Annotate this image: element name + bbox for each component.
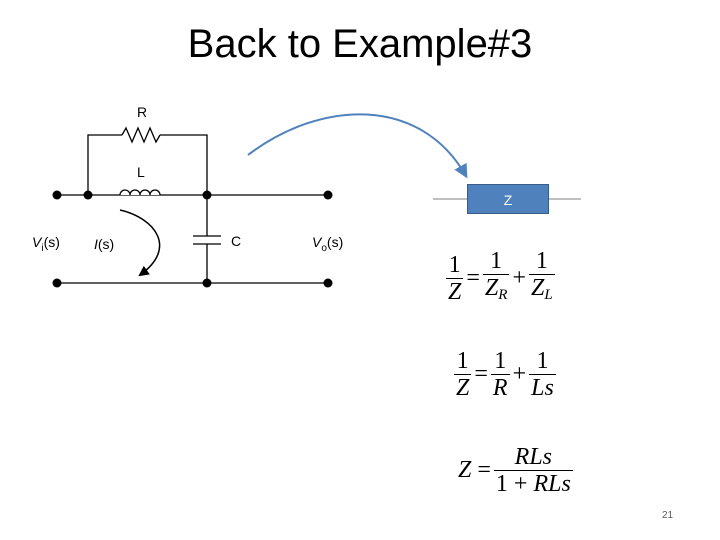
eq2-term-ls: 1 Ls [529,348,556,401]
current-arrow [119,209,161,277]
inductor-symbol [119,189,161,196]
inductor-label: L [137,164,145,180]
node-junction-right [202,190,212,200]
eq3-rhs: RLs 1 + RLs [493,444,573,497]
page-number: 21 [662,510,674,521]
node-cap-bottom [202,278,212,288]
eq1-term-l: 1 ZL [528,248,555,303]
resistor-symbol [121,126,161,144]
eq1-lhs: 1 Z [446,251,464,305]
eq1-term-r: 1 ZR [482,248,510,303]
node-input-bottom [52,278,62,288]
equation-3: Z= RLs 1 + RLs [458,444,573,497]
current-label: I(s) [94,236,115,252]
eq2-lhs: 1 Z [454,348,472,401]
resistor-branch-wire [87,134,122,195]
slide-title: Back to Example#3 [187,22,533,66]
capacitor-label: C [231,233,242,249]
output-voltage-label: Vo(s) [312,234,344,254]
input-voltage-label: Vi(s) [32,234,60,254]
node-input-top [52,190,62,200]
node-output-top [323,190,333,200]
resistor-label: R [137,104,148,120]
node-junction-left [83,190,93,200]
node-output-bottom [323,278,333,288]
eq2-term-r: 1 R [490,348,510,401]
equation-2: 1 Z = 1 R + 1 Ls [454,348,556,401]
resistor-branch-wire-right [160,134,208,195]
equation-1: 1 Z = 1 ZR + 1 ZL [446,248,555,308]
impedance-block: Z [467,184,549,214]
transform-arrow [247,113,468,179]
